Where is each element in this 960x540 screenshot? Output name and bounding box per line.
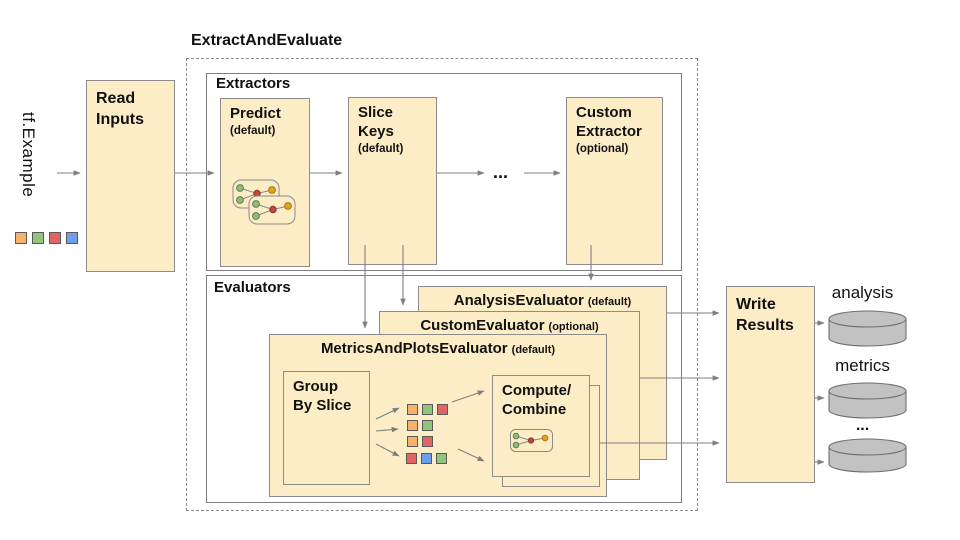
input-label: tf.Example — [19, 112, 38, 198]
data-square — [49, 232, 61, 244]
extractors-label: Extractors — [216, 75, 291, 92]
metrics-evaluator-subtitle: (default) — [511, 344, 556, 356]
data-square — [422, 436, 433, 447]
database-cylinder-more — [828, 438, 907, 473]
read-inputs-label-line2: Inputs — [96, 110, 144, 128]
custom-extractor-subtitle: (optional) — [576, 142, 629, 155]
analysis-evaluator-title: AnalysisEvaluator — [453, 292, 584, 309]
evaluators-label: Evaluators — [214, 279, 291, 296]
slice-squares-row-4 — [406, 453, 447, 464]
database-cylinder-metrics — [828, 382, 907, 419]
evaluators-container — [206, 275, 682, 503]
slice-keys-extractor-box: Slice Keys (default) — [348, 97, 437, 265]
data-square — [406, 453, 417, 464]
data-square — [32, 232, 44, 244]
compute-combine-box: Compute/ Combine — [492, 375, 590, 477]
output-label-analysis: analysis — [831, 283, 894, 302]
write-results-box: Write Results — [726, 286, 815, 483]
write-results-line1: Write — [736, 296, 776, 313]
write-results-line2: Results — [736, 316, 794, 334]
custom-evaluator-title: CustomEvaluator — [420, 317, 545, 334]
predict-subtitle: (default) — [230, 124, 276, 137]
diagram-title: ExtractAndEvaluate — [191, 32, 343, 49]
slice-squares-row-2 — [407, 420, 433, 431]
slice-keys-title-line2: Keys — [358, 122, 394, 140]
slice-keys-subtitle: (default) — [358, 142, 404, 155]
slice-squares-row-3 — [407, 436, 433, 447]
slice-keys-title-line1: Slice — [358, 104, 394, 121]
input-example-squares — [15, 232, 78, 244]
custom-extractor-title-line2: Extractor — [576, 122, 642, 140]
custom-extractor-title-line1: Custom — [576, 104, 632, 121]
custom-extractor-box: Custom Extractor (optional) — [566, 97, 663, 265]
compute-combine-line1: Compute/ — [502, 382, 572, 399]
data-square — [66, 232, 78, 244]
output-label-ellipsis: ... — [855, 417, 870, 434]
data-square — [407, 436, 418, 447]
database-cylinder-analysis — [828, 310, 907, 347]
data-square — [407, 420, 418, 431]
group-by-slice-line2: By Slice — [293, 396, 352, 414]
data-square — [437, 404, 448, 415]
data-square — [15, 232, 27, 244]
slice-squares-row-1 — [407, 404, 448, 415]
predict-title: Predict — [230, 105, 281, 122]
read-inputs-label-line1: Read — [96, 90, 136, 107]
data-square — [422, 404, 433, 415]
analysis-evaluator-subtitle: (default) — [587, 296, 632, 308]
data-square — [421, 453, 432, 464]
data-square — [407, 404, 418, 415]
group-by-slice-box: Group By Slice — [283, 371, 370, 485]
metrics-evaluator-title: MetricsAndPlotsEvaluator — [320, 340, 508, 357]
compute-combine-line2: Combine — [502, 400, 567, 418]
extractors-ellipsis: ... — [493, 162, 509, 182]
predict-extractor-box: Predict (default) — [220, 98, 310, 267]
extractors-container — [206, 73, 682, 271]
output-label-metrics: metrics — [835, 356, 890, 375]
data-square — [436, 453, 447, 464]
group-by-slice-line1: Group — [293, 378, 338, 395]
custom-evaluator-subtitle: (optional) — [548, 321, 599, 333]
extract-and-evaluate-container — [186, 58, 698, 511]
data-square — [422, 420, 433, 431]
read-inputs-box: Read Inputs — [86, 80, 175, 272]
